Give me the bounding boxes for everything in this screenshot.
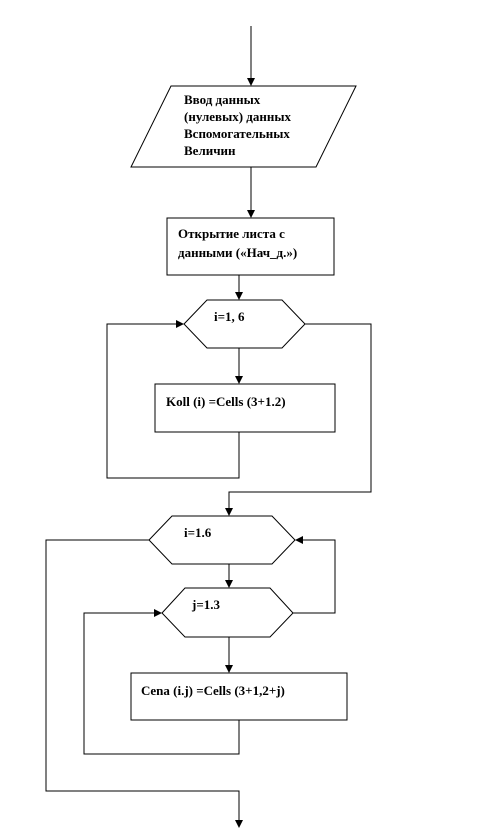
open-sheet-line-1: Открытие листа с [178, 226, 285, 241]
loop2-header-label: i=1.6 [184, 525, 212, 540]
entry-arrow [247, 26, 255, 86]
open-sheet-block: Открытие листа с данными («Нач_д.») [166, 217, 335, 276]
loop1-header-hexagon: i=1, 6 [183, 299, 306, 349]
arrow-to-open-sheet [247, 167, 255, 218]
input-line-4: Величин [184, 143, 236, 158]
arrow-to-loop1-body [235, 348, 243, 384]
loop3-body-label: Cena (i.j) =Cells (3+1,2+j) [141, 683, 285, 698]
loop3-body-block: Cena (i.j) =Cells (3+1,2+j) [130, 672, 348, 721]
arrow-to-loop1 [235, 275, 243, 300]
loop1-exit-edge [225, 323, 372, 516]
loop1-body-block: Koll (i) =Cells (3+1.2) [154, 383, 336, 433]
loop1-return-edge [106, 320, 240, 479]
loop1-body-label: Koll (i) =Cells (3+1.2) [166, 394, 286, 409]
loop2-exit-edge [45, 539, 243, 828]
loop3-return-edge [83, 609, 240, 755]
arrow-to-loop3-body [225, 637, 233, 673]
loop3-header-label: j=1.3 [191, 597, 220, 612]
input-line-2: (нулевых) данных [184, 109, 292, 124]
arrow-to-loop3 [225, 564, 233, 588]
open-sheet-line-2: данными («Нач_д.») [178, 245, 297, 260]
loop3-header-hexagon: j=1.3 [161, 587, 294, 638]
input-line-3: Вспомогательных [184, 126, 290, 141]
loop1-header-label: i=1, 6 [214, 309, 245, 324]
loop2-header-hexagon: i=1.6 [148, 515, 296, 565]
loop2-return-edge [293, 536, 336, 614]
input-line-1: Ввод данных [184, 92, 261, 107]
input-data-block: Ввод данных (нулевых) данных Вспомогател… [130, 85, 357, 168]
